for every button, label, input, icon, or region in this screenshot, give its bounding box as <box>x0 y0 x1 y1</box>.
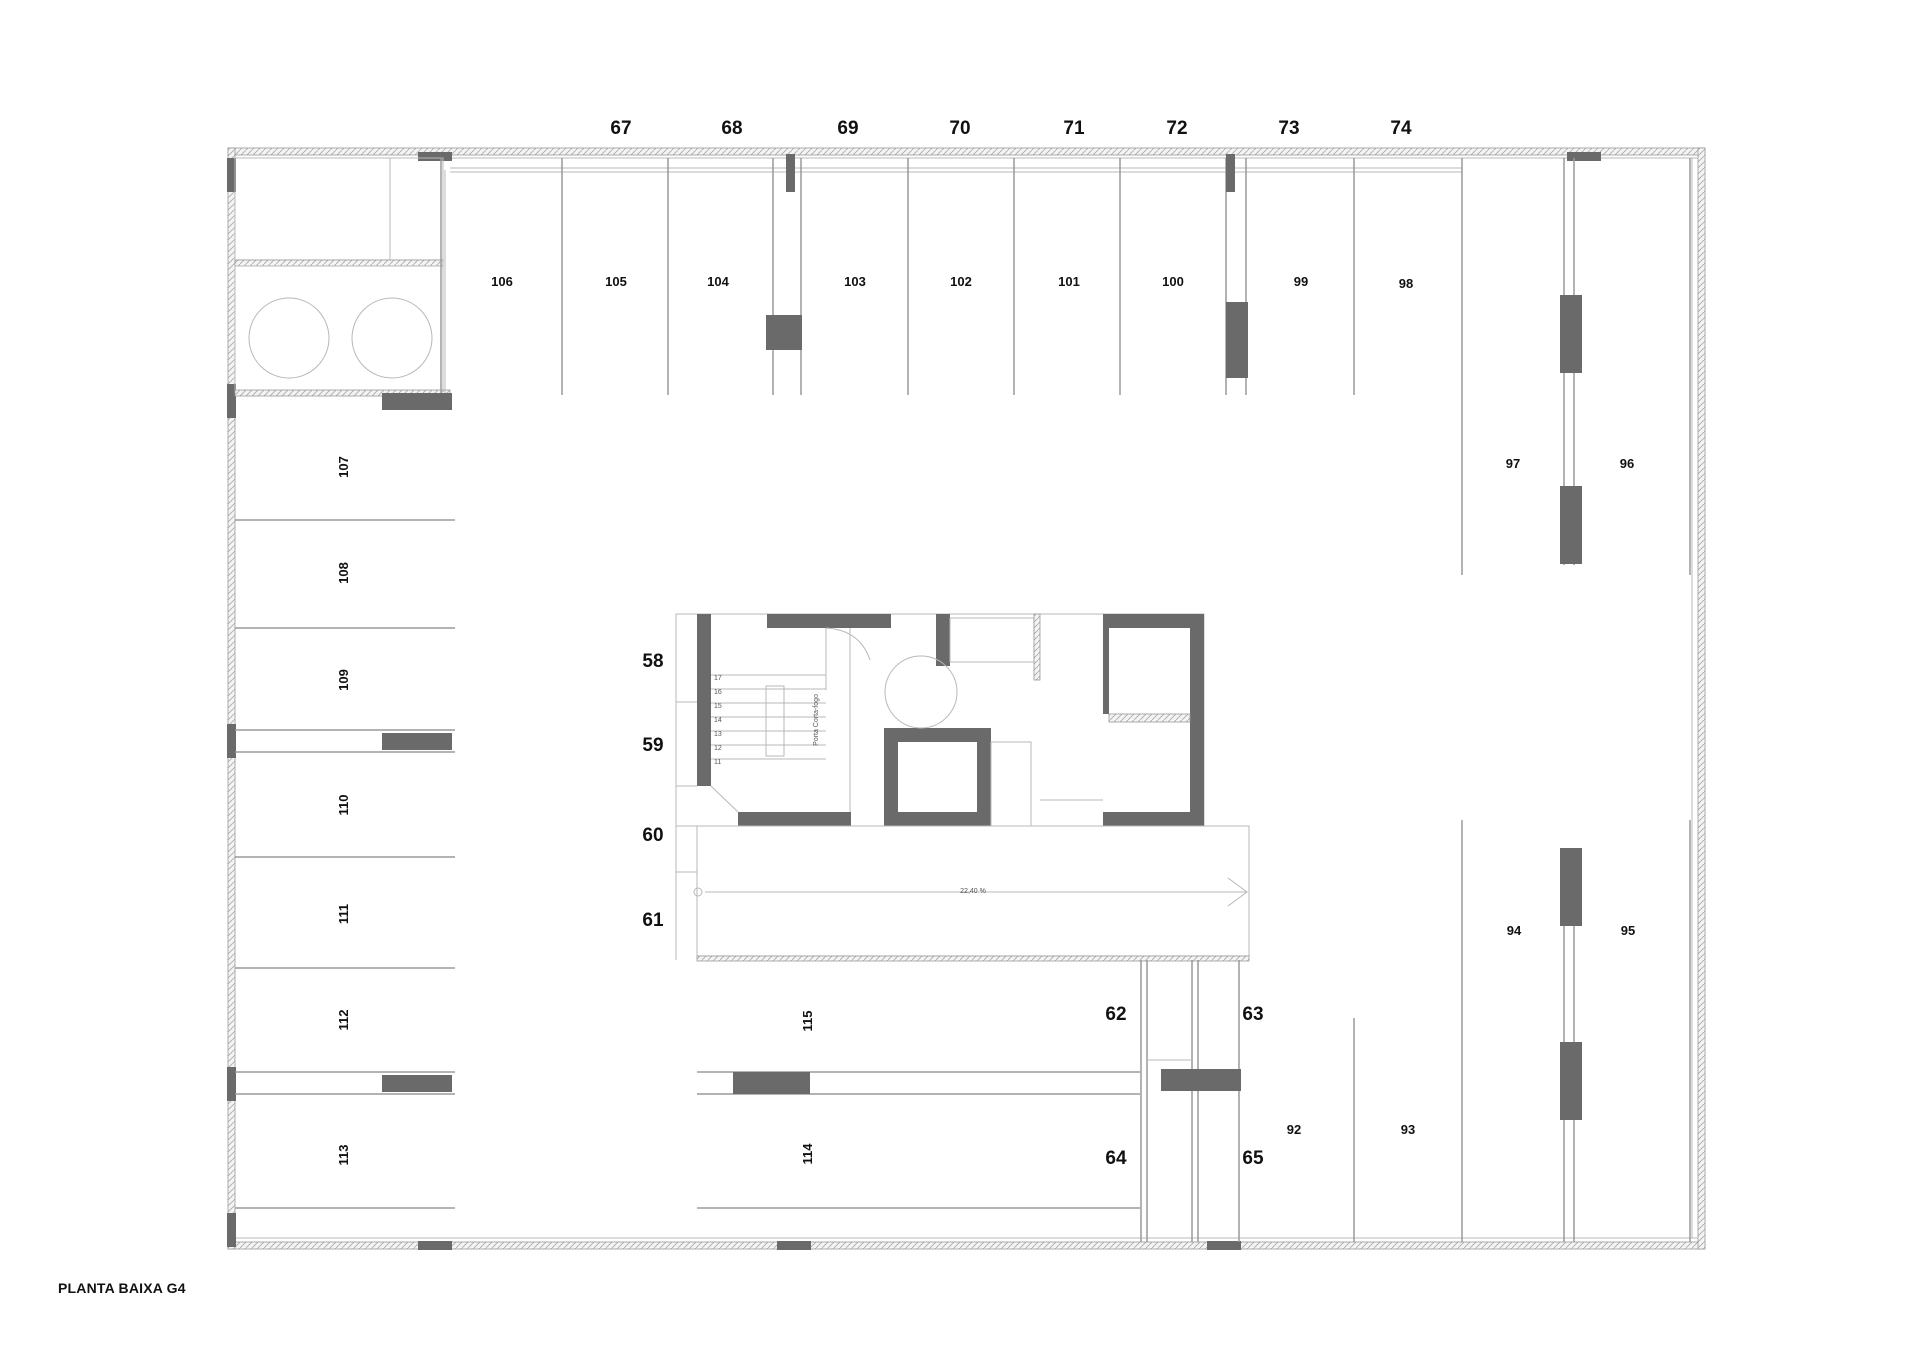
pair-number-63: 63 <box>1242 1004 1263 1025</box>
water-tank-left <box>248 297 330 379</box>
top-stall-lines <box>450 154 1463 575</box>
space-103: 103 <box>844 274 866 289</box>
pair-number-65: 65 <box>1242 1148 1264 1169</box>
space-114: 114 <box>800 1143 815 1165</box>
lower-center-lines <box>697 960 1241 1242</box>
top-number-69: 69 <box>837 118 858 139</box>
space-92: 92 <box>1287 1122 1301 1137</box>
space-110: 110 <box>336 795 351 816</box>
space-100: 100 <box>1162 274 1184 289</box>
stair-step-12: 12 <box>714 745 722 752</box>
top-number-72: 72 <box>1166 118 1187 139</box>
space-94: 94 <box>1507 923 1522 938</box>
space-95: 95 <box>1621 923 1635 938</box>
stair-step-13: 13 <box>714 731 722 738</box>
space-101: 101 <box>1058 274 1080 289</box>
space-109: 109 <box>336 669 351 691</box>
core-left-stalls <box>675 614 697 960</box>
plan-title: PLANTA BAIXA G4 <box>58 1280 186 1296</box>
stair-note: Porta Corta-fogo <box>813 694 820 746</box>
ramp <box>693 825 1250 962</box>
space-99: 99 <box>1294 274 1308 289</box>
right-stall-lines <box>1353 158 1691 1242</box>
space-98: 98 <box>1399 276 1413 291</box>
ramp-slope: 22,40 % <box>960 888 986 895</box>
stair-step-14: 14 <box>714 717 722 724</box>
stair-step-11: 11 <box>714 759 721 766</box>
space-96: 96 <box>1620 456 1634 471</box>
space-97: 97 <box>1506 456 1520 471</box>
core-number-59: 59 <box>642 735 663 756</box>
top-number-71: 71 <box>1063 118 1085 139</box>
pair-number-62: 62 <box>1105 1004 1126 1025</box>
core-number-61: 61 <box>642 910 664 931</box>
core-number-58: 58 <box>642 651 663 672</box>
water-tank-right <box>351 297 433 379</box>
central-core <box>675 613 1205 827</box>
stair-step-16: 16 <box>714 689 722 696</box>
space-105: 105 <box>605 274 627 289</box>
utility-room <box>234 157 452 410</box>
space-102: 102 <box>950 274 972 289</box>
space-106: 106 <box>491 274 513 289</box>
labels: 67 68 69 70 71 72 73 74 106 105 104 103 … <box>336 118 1635 1169</box>
pair-number-64: 64 <box>1105 1148 1127 1169</box>
space-104: 104 <box>707 274 729 289</box>
stair-step-15: 15 <box>714 703 722 710</box>
space-93: 93 <box>1401 1122 1415 1137</box>
stair-step-17: 17 <box>714 675 722 682</box>
space-115: 115 <box>800 1011 815 1032</box>
space-112: 112 <box>336 1010 351 1031</box>
space-108: 108 <box>336 562 351 584</box>
top-number-74: 74 <box>1390 118 1412 139</box>
space-111: 111 <box>336 904 351 924</box>
top-number-68: 68 <box>721 118 742 139</box>
left-stall-lines <box>235 519 455 1209</box>
core-number-60: 60 <box>642 825 663 846</box>
space-107: 107 <box>336 456 351 478</box>
top-number-67: 67 <box>610 118 631 139</box>
top-number-70: 70 <box>949 118 970 139</box>
top-number-73: 73 <box>1278 118 1299 139</box>
perimeter-pillars <box>227 152 1601 1250</box>
space-113: 113 <box>336 1145 351 1166</box>
